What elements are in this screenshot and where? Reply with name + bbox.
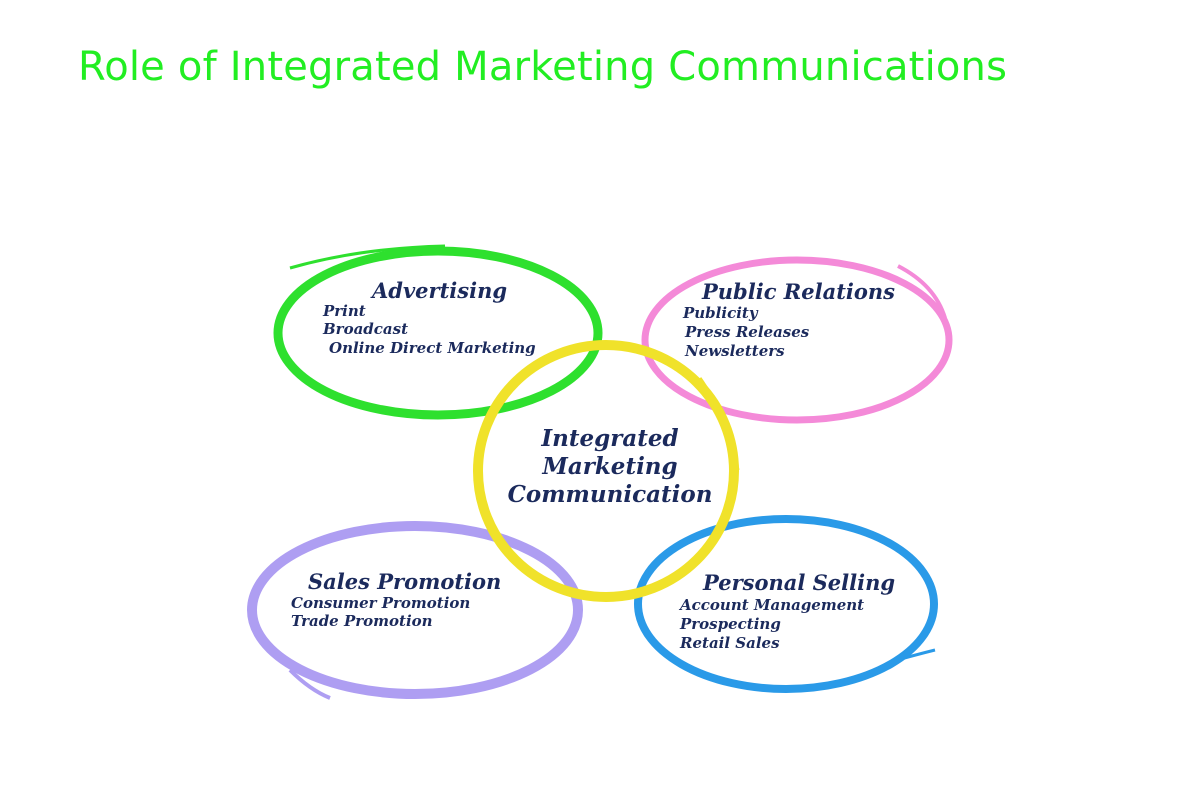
center-ring	[473, 340, 740, 602]
sales-promotion-item: Consumer Promotion	[291, 594, 471, 612]
advertising-ring	[273, 244, 603, 420]
page-title: Role of Integrated Marketing Communicati…	[78, 44, 1008, 90]
advertising-item: Print	[323, 302, 366, 320]
personal-selling-ring	[634, 515, 938, 693]
advertising-item: Online Direct Marketing	[329, 339, 536, 357]
center-line: Marketing	[542, 453, 678, 480]
center-line: Integrated	[541, 425, 679, 452]
personal-selling-item: Prospecting	[680, 615, 781, 633]
public-relations-heading: Public Relations	[702, 279, 895, 304]
public-relations-item: Press Releases	[685, 323, 810, 341]
sales-promotion-item: Trade Promotion	[291, 612, 433, 630]
sales-promotion-heading: Sales Promotion	[308, 569, 502, 594]
advertising-heading: Advertising	[372, 278, 508, 303]
advertising-item: Broadcast	[323, 320, 409, 338]
personal-selling-item: Retail Sales	[680, 634, 780, 652]
center-line: Communication	[507, 481, 713, 508]
public-relations-ring	[641, 256, 953, 424]
center-label: Integrated Marketing Communication	[490, 425, 730, 509]
personal-selling-item: Account Management	[680, 596, 865, 614]
public-relations-item: Publicity	[683, 304, 758, 322]
personal-selling-heading: Personal Selling	[703, 570, 896, 595]
public-relations-item: Newsletters	[685, 342, 785, 360]
sales-promotion-ring	[247, 521, 583, 700]
